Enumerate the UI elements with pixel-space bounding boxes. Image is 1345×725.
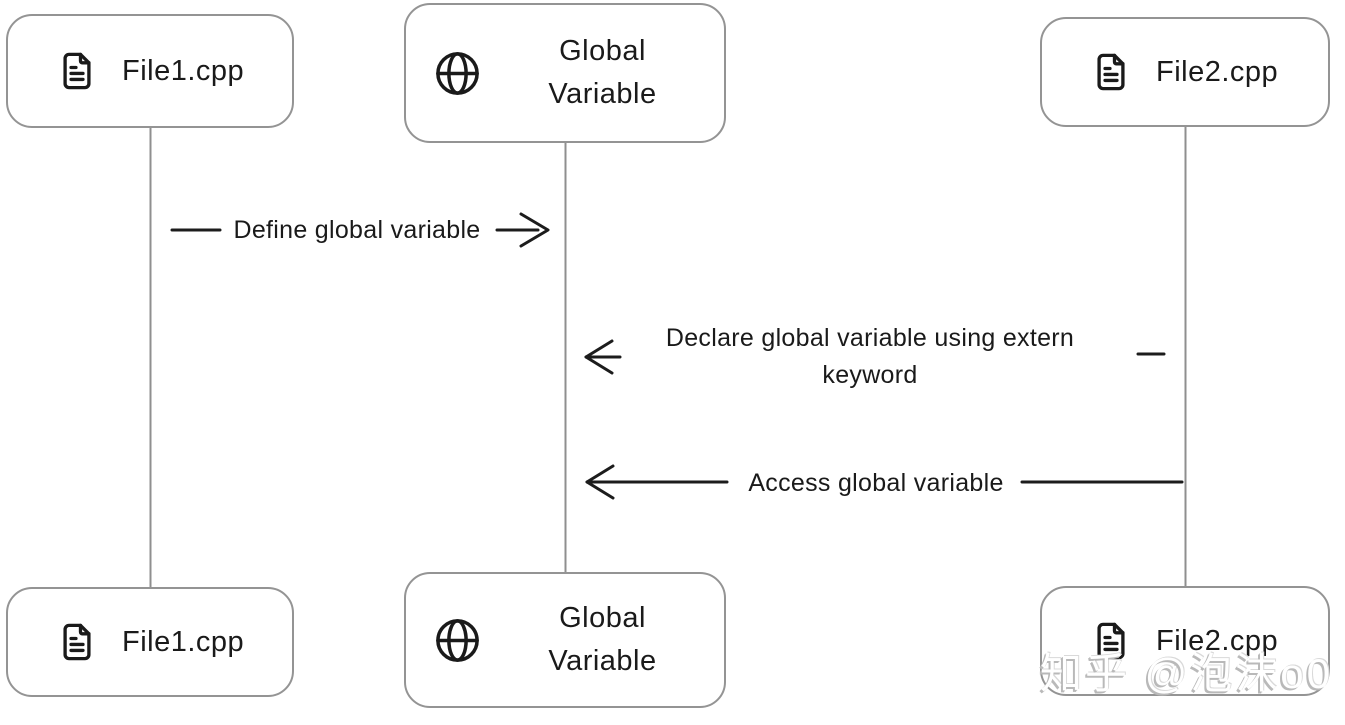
file-text-icon [56,616,98,668]
actor-box-file1-top: File1.cpp [6,14,294,128]
arrowhead-right-icon [519,212,550,248]
arrowhead-left-icon [584,339,614,375]
actor-label: File2.cpp [1156,55,1279,88]
globe-icon [434,50,481,97]
actor-label: File1.cpp [122,54,245,87]
message-line-access [585,464,1184,500]
file-text-icon [1090,46,1132,98]
actor-box-file1-bottom: File1.cpp [6,587,294,697]
message-line-define [170,212,550,248]
actor-box-global-top: Global Variable [404,3,726,143]
arrowhead-left-icon [585,464,615,500]
actor-label: Global Variable [548,601,657,678]
file-text-icon [56,45,98,97]
message-line-declare [584,339,1166,375]
actor-box-file2-bottom: File2.cpp [1040,586,1330,696]
actor-box-global-bottom: Global Variable [404,572,726,708]
actor-label: Global Variable [548,34,657,111]
globe-icon [434,617,481,664]
actor-box-file2-top: File2.cpp [1040,17,1330,127]
actor-label: File2.cpp [1156,624,1279,657]
file-text-icon [1090,615,1132,667]
actor-label: File1.cpp [122,625,245,658]
